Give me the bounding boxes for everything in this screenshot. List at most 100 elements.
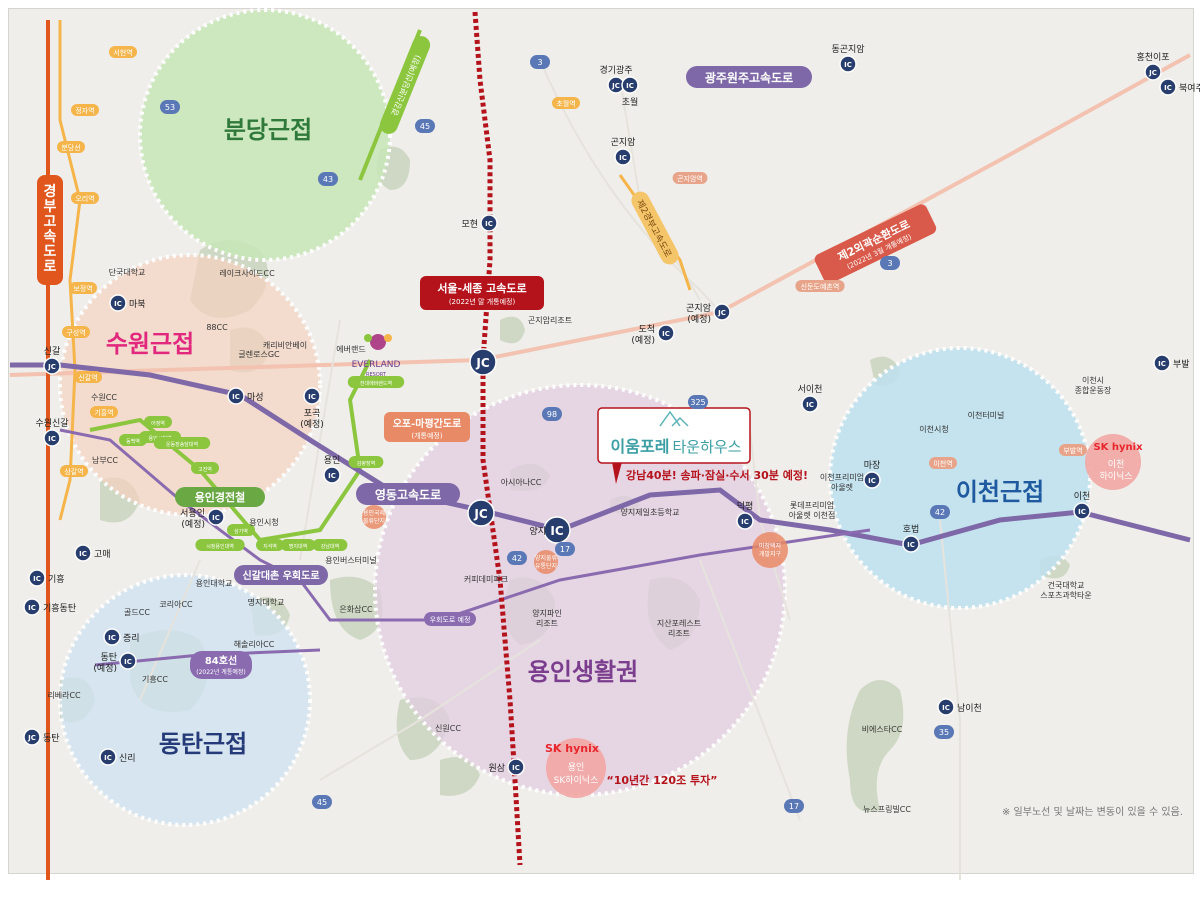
station-badge: 상갈역 <box>60 465 88 477</box>
station-badge: 초월역 <box>552 97 580 109</box>
place-name: 리조트 <box>536 619 558 628</box>
zone-label-suwon: 수원근접 <box>106 330 194 358</box>
station-name: 지석역 <box>263 543 277 550</box>
place-name: 양지물류 <box>535 554 558 562</box>
place-label: 88CC <box>206 323 228 332</box>
interchange-name: (예정) <box>181 519 205 530</box>
interchange-name: 기흥동탄 <box>43 602 76 614</box>
station-badge: 동백역 <box>119 434 147 446</box>
place-name: 아울렛 <box>831 482 853 492</box>
interchange-type: JC <box>717 309 726 317</box>
place-label: 수원CC <box>91 393 117 402</box>
interchange-name: (예정) <box>93 663 117 674</box>
sk-logo-icheon: SK hynix <box>1093 442 1143 453</box>
interchange-name: 곤지암 <box>686 302 711 314</box>
opo-mapyeong-sign: 오포-마평간도로 (개통예정) <box>384 412 470 442</box>
route-84-label: 84호선 <box>205 654 237 667</box>
route-number-badge: 325 <box>688 395 708 409</box>
place-name: 커피데미파크 <box>464 575 508 584</box>
station-badge: 삼가역 <box>227 524 255 536</box>
interchange-name: 동탄 <box>43 733 60 744</box>
station-badge: 운동장송담대역 <box>153 437 211 449</box>
place-name: 이천프리미엄 <box>820 472 864 482</box>
interchange-type: IC <box>124 658 132 666</box>
route-number-badge: 53 <box>160 100 180 114</box>
station-name: 삼가역 <box>234 528 248 535</box>
sk-icheon-label-1: 이천 <box>1108 459 1125 470</box>
station-name: 오리역 <box>75 194 94 203</box>
interchange-type: IC <box>33 575 41 583</box>
place-name: 양지파인 <box>532 608 561 618</box>
station-badge: 구성역 <box>62 326 90 338</box>
station-name: 구성역 <box>66 328 85 337</box>
place-name: 코리아CC <box>159 599 193 609</box>
place-label: 신원CC <box>435 724 461 733</box>
interchange-name: (예정) <box>687 314 711 325</box>
place-name: 리베라CC <box>47 691 81 700</box>
route-number-badge: 3 <box>880 256 900 270</box>
interchange-type: IC <box>48 435 56 443</box>
interchange-type: IC <box>942 704 950 712</box>
route-number: 17 <box>560 545 570 554</box>
station-name: 기흥역 <box>94 408 113 417</box>
interchange-type: JC <box>473 507 487 521</box>
interchange-type: IC <box>619 154 627 162</box>
place-label: 은화삼CC <box>339 604 373 614</box>
interchange-name: 마성 <box>247 392 264 403</box>
second-ring-sign: 제2외곽순환도로 (2022년 3월 개통예정) <box>814 204 937 284</box>
station-badge: 부발역 <box>1059 444 1087 456</box>
station-name: 부발역 <box>1063 446 1082 455</box>
station-badge: 고진역 <box>191 462 219 474</box>
singal-daechon-sign: 신갈대촌 우회도로 <box>234 565 328 585</box>
place-name: 양지제일초등학교 <box>621 507 680 517</box>
place-name: 아울렛 이천점 <box>789 510 836 520</box>
place-name: 건국대학교 <box>1048 580 1085 590</box>
place-label: 리베라CC <box>47 691 81 700</box>
station-name: 초월역 <box>556 99 575 108</box>
station-badge: 어정역 <box>144 416 172 428</box>
interchange-type: IC <box>806 401 814 409</box>
route-number: 42 <box>512 554 522 563</box>
interchange-type: JC <box>611 82 620 90</box>
place-name: 용인국제 <box>363 509 385 517</box>
interchange-type: IC <box>212 514 220 522</box>
route-number: 35 <box>939 728 949 737</box>
route-number-badge: 98 <box>542 407 562 421</box>
station-name: 시청용인대역 <box>206 543 234 550</box>
place-label: 커피데미파크 <box>464 575 508 584</box>
station-badge: 강남대역 <box>312 539 348 551</box>
project-callout-text: 강남40분! 송파·잠실·수서 30분 예정! <box>626 468 808 482</box>
singal-daechon-label: 신갈대촌 우회도로 <box>242 569 319 582</box>
place-name: 해솔리아CC <box>234 639 275 649</box>
interchange-type: IC <box>104 754 112 762</box>
place-label: 골드CC <box>124 608 150 617</box>
interchange-jc: JC <box>467 499 495 527</box>
interchange-name: 북여주 <box>1179 82 1200 94</box>
opo-mapyeong-label: 오포-마평간도로 <box>393 417 462 430</box>
place-name: 이천터미널 <box>968 410 1005 420</box>
place-label: 비에스타CC <box>862 725 903 734</box>
station-layer: 서현역정자역분당선오리역보정역구성역신갈역기흥역상갈역초월역곤지암역신둔도예촌역… <box>57 46 1087 551</box>
interchange-name: 용인 <box>324 455 341 466</box>
sk-hynix-icheon: SK hynix 이천 하이닉스 <box>1085 434 1143 490</box>
place-label: 아시아나CC <box>501 477 542 487</box>
place-label: 글렌로스GC <box>238 349 280 359</box>
zone-label-yongin: 용인생활권 <box>528 658 638 686</box>
station-badge: 분당선 <box>57 141 85 153</box>
interchange-type: IC <box>512 764 520 772</box>
place-label: 남부CC <box>92 456 118 465</box>
